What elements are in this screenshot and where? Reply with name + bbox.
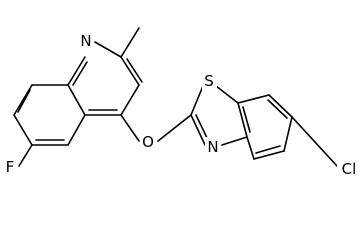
bond-c7-c6 [13,114,33,146]
bond-c3-c4 [120,84,140,116]
bond-n1-c2 [94,41,122,58]
bond-c7a-c7 [237,94,270,104]
bond-c6-cl [291,116,338,167]
bond-n-c2prime-double [195,114,209,141]
atom-label-fluorine: F [6,158,15,176]
bond-c6-f [18,144,33,167]
bond-c5-c4a [67,114,86,146]
bond-o-c2prime [157,114,192,142]
bond-c7a-c3a-inner [242,106,251,133]
atom-label-sulfur: S [204,72,214,90]
bond-c3a-n [221,136,248,146]
bond-c8-c7 [13,84,33,116]
bond-c2-c3-double [126,58,143,83]
atom-label-oxygen-ether: O [142,133,154,151]
bond-c4a-c8a [67,84,86,116]
bond-c5-c4 [253,150,285,160]
bond-c6-c5 [283,116,293,152]
bond-c7-c6 [268,94,293,118]
bond-c5-c4-double [255,145,281,154]
bond-c4-c3a [246,136,255,160]
bond-s-c7a [215,85,239,104]
atom-label-nitrogen-quinoline: N [80,32,91,50]
atom-labels: N F O S N Cl [3,31,361,179]
bond-c2-methyl [120,27,140,58]
bond-c8-c7-double [17,89,31,113]
bond-c2prime-s [190,85,204,116]
bond-lines [13,27,338,167]
bond-c4-o [120,114,140,142]
bond-c2-c3 [120,56,140,86]
bond-c8a-n1 [67,56,86,86]
atom-label-nitrogen-thiazole: N [207,138,218,156]
bond-c7-c6-double [267,99,288,119]
bond-c8a-n1-double [72,61,88,86]
atom-label-chlorine: Cl [342,160,357,178]
bond-c7a-c3a [237,102,248,138]
molecule-structure-diagram: N F O S N Cl [3,27,361,179]
bond-n-c2prime [190,114,206,146]
